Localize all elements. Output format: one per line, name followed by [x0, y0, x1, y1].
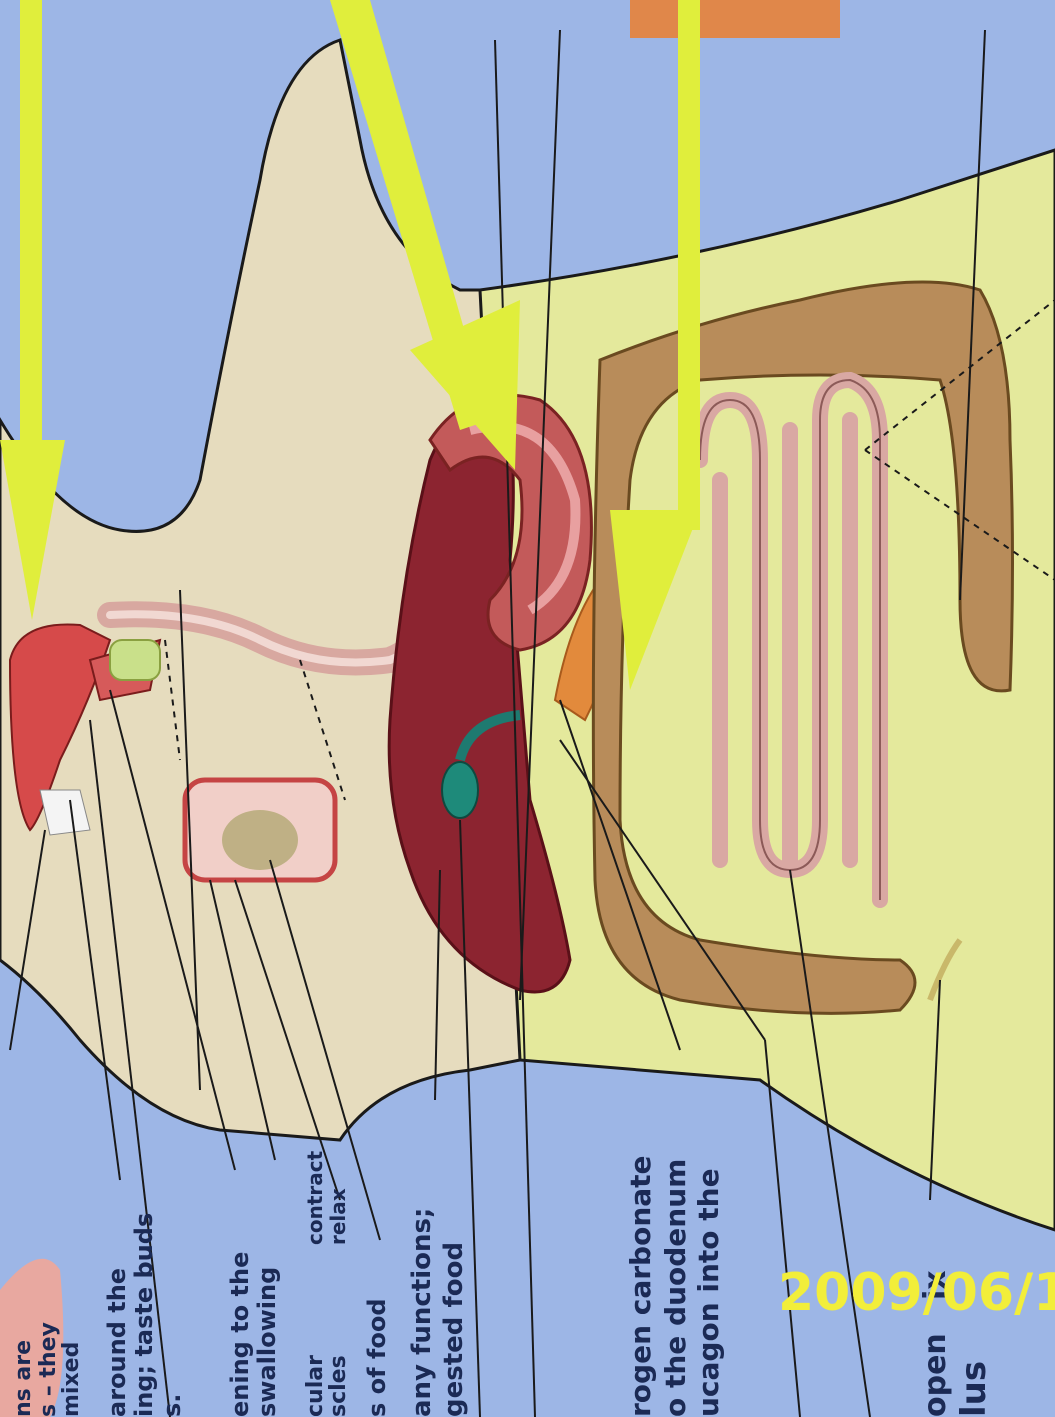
caption-line-18: ucagon into the — [692, 1168, 725, 1417]
date-stamp: 2009/06/11 — [778, 1263, 1055, 1323]
caption-line-11: scles — [326, 1355, 351, 1417]
caption-line-9: cular — [303, 1355, 328, 1417]
caption-line-8: swallowing — [253, 1267, 281, 1417]
caption-line-7: ening to the — [226, 1252, 254, 1417]
esophagus-cross-section — [185, 780, 335, 880]
caption-line-21: lus — [954, 1361, 994, 1417]
caption-line-4: around the — [103, 1268, 131, 1417]
caption-line-2: s – they — [36, 1322, 61, 1417]
caption-line-14: any functions; — [407, 1208, 437, 1417]
caption-line-19: open — [918, 1333, 953, 1417]
caption-line-10: contract — [303, 1150, 327, 1245]
caption-line-12: relax — [326, 1188, 350, 1245]
caption-line-13: s of food — [363, 1298, 391, 1417]
caption-line-5: ing; taste buds — [130, 1213, 158, 1417]
caption-line-15: gested food — [439, 1242, 469, 1417]
caption-line-6: s. — [158, 1394, 186, 1417]
caption-line-1: ns are — [11, 1340, 36, 1417]
caption-line-16: rogen carbonate — [624, 1155, 657, 1417]
caption-line-3: mixed — [59, 1342, 84, 1417]
orange-label-box — [630, 0, 840, 38]
caption-line-17: o the duodenum — [659, 1159, 692, 1417]
